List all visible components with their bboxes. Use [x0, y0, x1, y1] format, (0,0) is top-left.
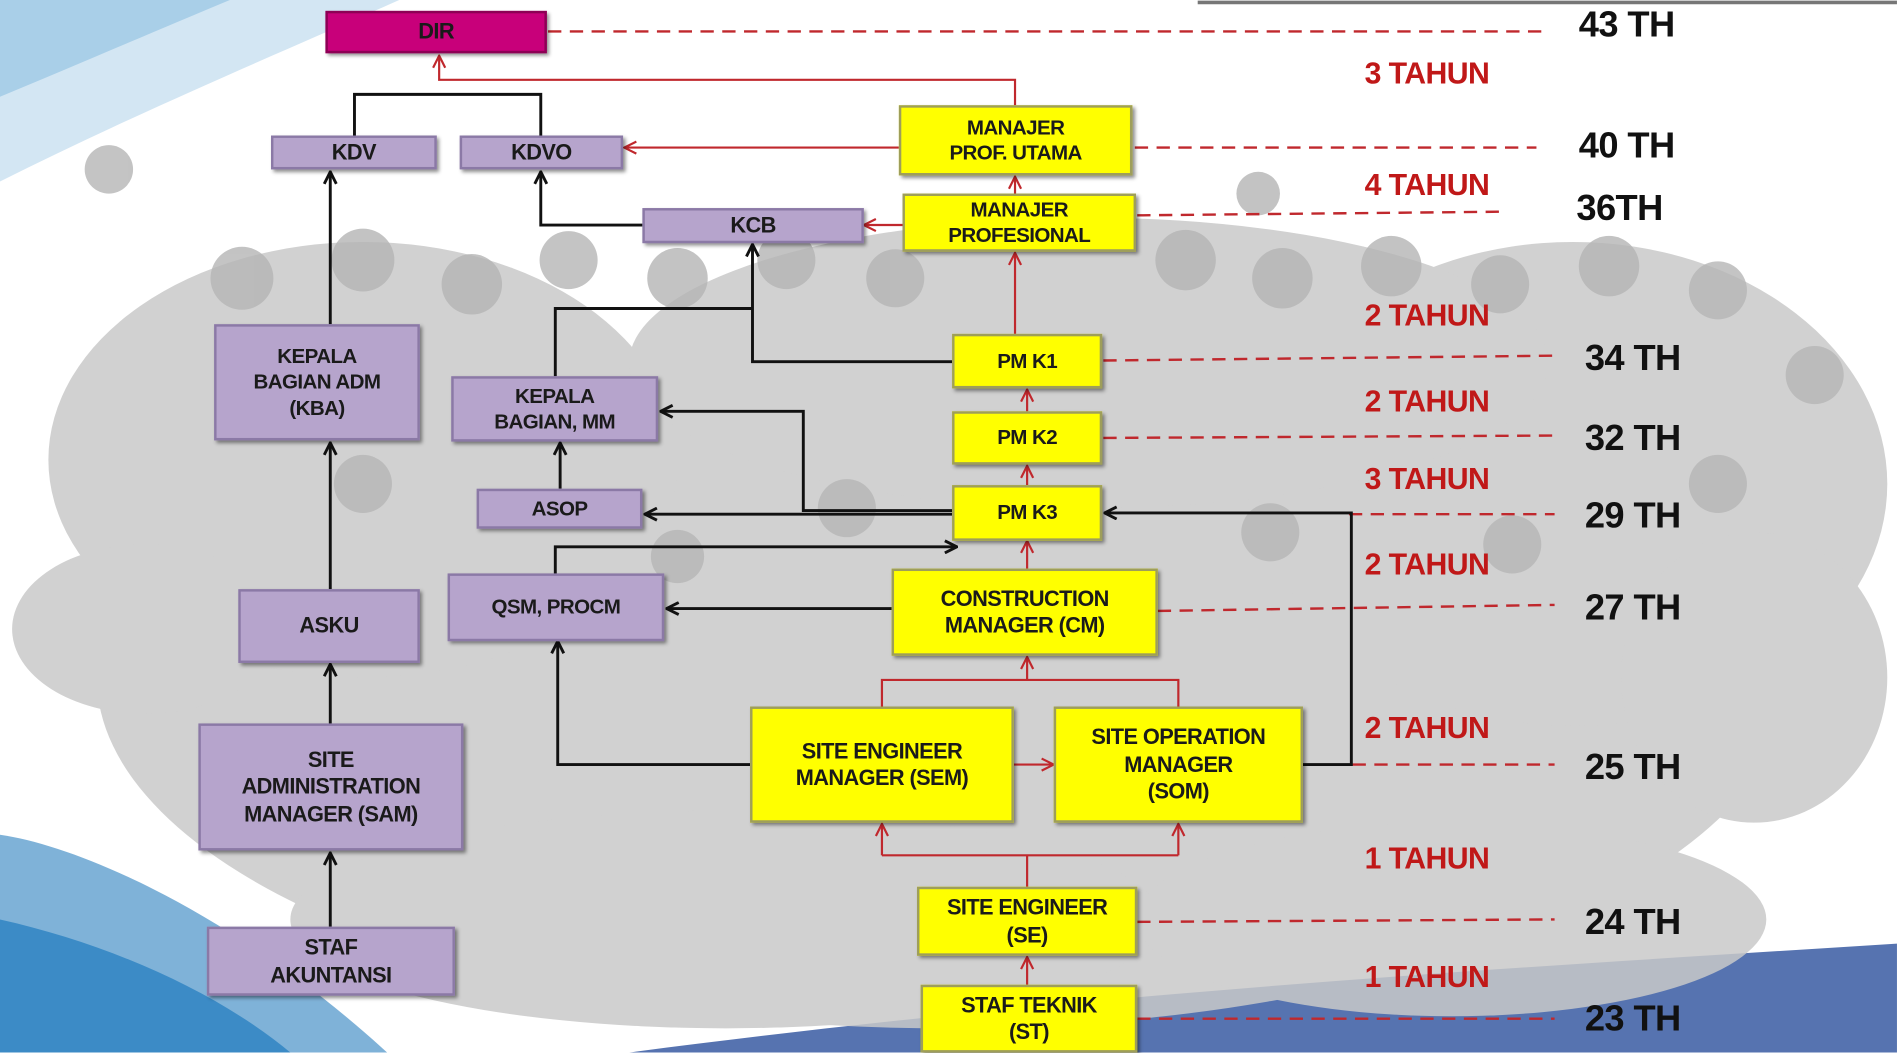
node-site-engineer-manager: SITE ENGINEER MANAGER (SEM)	[750, 706, 1014, 823]
node-kdv: KDV	[270, 135, 437, 170]
node-site-operation-manager: SITE OPERATION MANAGER (SOM)	[1053, 706, 1303, 823]
duration-label: 2 TAHUN	[1364, 548, 1490, 582]
node-site-engineer: SITE ENGINEER (SE)	[917, 886, 1138, 956]
node-dir: DIR	[325, 10, 547, 54]
level-lines	[548, 30, 1555, 1020]
node-manajer-prof-utama: MANAJER PROF. UTAMA	[898, 105, 1133, 176]
duration-label: 1 TAHUN	[1364, 960, 1490, 995]
node-staf-akuntansi: STAF AKUNTANSI	[206, 926, 455, 996]
node-asop: ASOP	[476, 488, 643, 529]
age-label: 43 TH	[1578, 4, 1675, 45]
node-kba: KEPALA BAGIAN ADM (KBA)	[214, 324, 420, 441]
node-pm-k1: PM K1	[952, 333, 1103, 389]
duration-label: 3 TAHUN	[1364, 462, 1490, 497]
age-label: 32 TH	[1584, 418, 1681, 459]
age-label: 23 TH	[1584, 999, 1681, 1040]
node-pm-k2: PM K2	[952, 411, 1103, 465]
node-kcb: KCB	[642, 208, 864, 244]
node-kdvo: KDVO	[459, 135, 624, 170]
age-label: 34 TH	[1584, 338, 1681, 379]
node-manajer-profesional: MANAJER PROFESIONAL	[902, 193, 1137, 252]
node-kepala-bagian-mm: KEPALA BAGIAN, MM	[451, 376, 659, 442]
duration-label: 2 TAHUN	[1364, 298, 1490, 333]
age-label: 24 TH	[1584, 902, 1681, 943]
age-label: 29 TH	[1584, 496, 1681, 536]
age-label: 40 TH	[1578, 125, 1675, 166]
age-label: 27 TH	[1584, 587, 1681, 628]
duration-label: 2 TAHUN	[1364, 711, 1490, 746]
node-pm-k3: PM K3	[952, 485, 1103, 541]
node-staf-teknik: STAF TEKNIK (ST)	[920, 984, 1138, 1053]
duration-label: 3 TAHUN	[1364, 56, 1490, 91]
node-qsm-procm: QSM, PROCM	[447, 573, 665, 642]
node-construction-manager: CONSTRUCTION MANAGER (CM)	[891, 568, 1158, 656]
duration-label: 2 TAHUN	[1364, 384, 1490, 419]
node-site-administration-manager: SITE ADMINISTRATION MANAGER (SAM)	[198, 723, 464, 851]
age-label: 25 TH	[1584, 747, 1681, 788]
duration-label: 4 TAHUN	[1364, 168, 1490, 203]
node-asku: ASKU	[238, 589, 420, 663]
age-label: 36TH	[1576, 188, 1663, 229]
duration-label: 1 TAHUN	[1364, 842, 1490, 876]
